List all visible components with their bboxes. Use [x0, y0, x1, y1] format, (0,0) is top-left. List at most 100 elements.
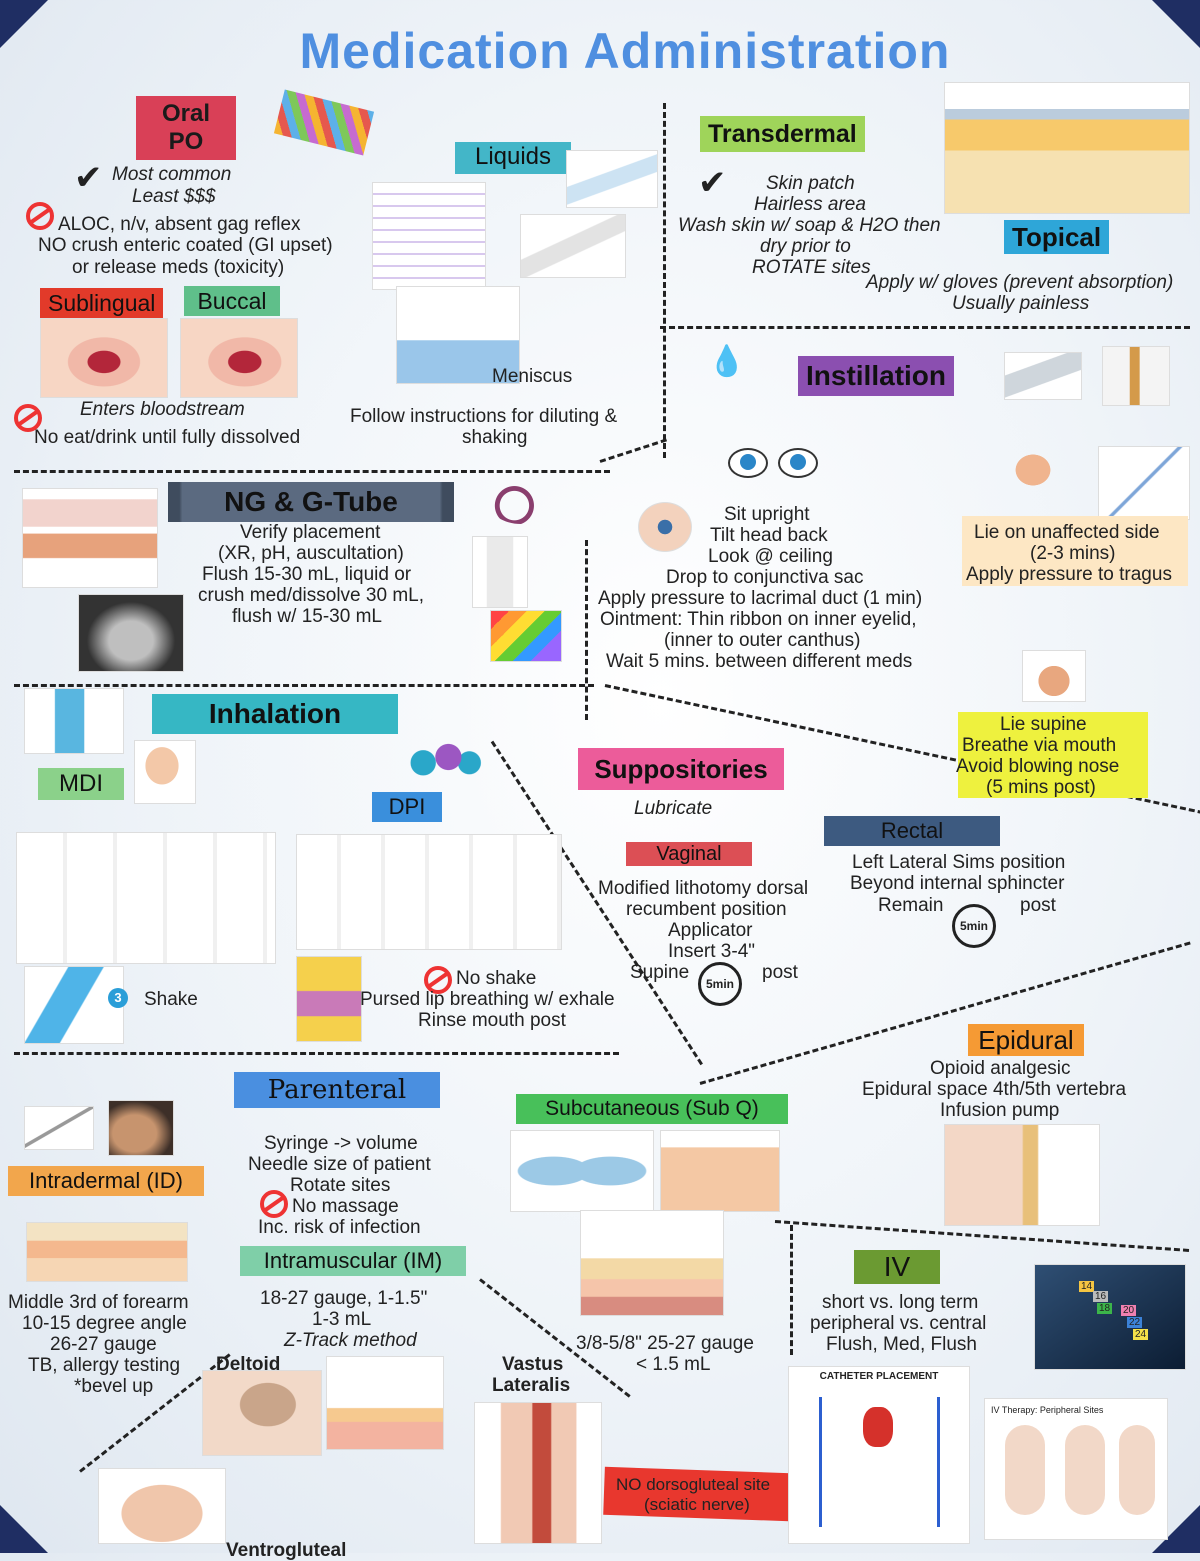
needle-bevel-image — [24, 1106, 94, 1150]
transdermal-line-2: Hairless area — [754, 194, 866, 215]
pills-image — [273, 89, 375, 156]
gtube-syringe-image — [472, 536, 528, 608]
vaginal-line-5b: post — [762, 962, 798, 983]
nose-step-1: Lie supine — [1000, 714, 1087, 735]
stethoscope-icon — [488, 478, 554, 524]
id-line-5: *bevel up — [74, 1376, 154, 1397]
subq-angle-image — [580, 1210, 724, 1316]
rectal-line-3b: post — [1020, 895, 1056, 916]
sublingual-note-2: No eat/drink until fully dissolved — [34, 427, 301, 448]
eye-step-6: Ointment: Thin ribbon on inner eyelid, — [600, 609, 917, 630]
catheter-placement-image: CATHETER PLACEMENT — [788, 1366, 970, 1544]
liquids-note-1: Follow instructions for diluting & — [350, 406, 618, 427]
chest-xray-image — [78, 594, 184, 672]
iv-label: IV — [854, 1250, 940, 1284]
im-line-3: Z-Track method — [284, 1330, 417, 1351]
dpi-label: DPI — [372, 792, 442, 822]
intradermal-label: Intradermal (ID) — [8, 1166, 204, 1196]
eye-step-1: Sit upright — [724, 504, 810, 525]
eye-step-5: Apply pressure to lacrimal duct (1 min) — [598, 588, 923, 609]
vaginal-line-3: Applicator — [668, 920, 753, 941]
iv-gauges-image: 14 16 18 20 22 24 — [1034, 1264, 1186, 1370]
intradermal-layers-image — [26, 1222, 188, 1282]
instillation-label: Instillation — [798, 356, 954, 396]
oral-pro-2: Least $$$ — [132, 186, 216, 207]
iv-peripheral-sites-image: IV Therapy: Peripheral Sites — [984, 1398, 1168, 1540]
dpi-steps-image — [296, 834, 562, 950]
inhaler-diagram-image — [24, 688, 124, 754]
parenteral-line-1: Syringe -> volume — [264, 1133, 418, 1154]
iv-line-2: peripheral vs. central — [810, 1313, 987, 1334]
ear-drop-administration-image — [1098, 446, 1190, 520]
child-spacer-image — [134, 740, 196, 804]
prohibited-icon — [424, 966, 452, 994]
dropper-image — [566, 150, 658, 208]
mdi-steps-image — [16, 832, 276, 964]
nose-instructions-box — [958, 712, 1148, 798]
subq-abdomen-image — [660, 1130, 780, 1212]
id-injection-photo — [108, 1100, 174, 1156]
divider — [663, 103, 666, 458]
oral-con-2: NO crush enteric coated (GI upset) — [38, 235, 333, 256]
im-line-1: 18-27 gauge, 1-1.5" — [260, 1288, 428, 1309]
iv-sites-title: IV Therapy: Peripheral Sites — [991, 1405, 1104, 1415]
prohibited-icon — [260, 1190, 288, 1218]
epidural-line-3: Infusion pump — [940, 1100, 1060, 1121]
catheter-title: CATHETER PLACEMENT — [819, 1371, 939, 1382]
ztrack-image — [326, 1356, 444, 1450]
eyes-icon — [722, 436, 822, 482]
topical-line-1: Apply w/ gloves (prevent absorption) — [866, 272, 1174, 293]
transdermal-line-3: Wash skin w/ soap & H2O then — [678, 215, 941, 236]
eye-drop-bottle-image — [1102, 346, 1170, 406]
transdermal-line-4: dry prior to — [760, 236, 851, 257]
rectal-line-1: Left Lateral Sims position — [852, 852, 1066, 873]
vastus-label-1: Vastus — [502, 1354, 564, 1375]
divider — [585, 540, 588, 720]
no-dorso-line-2: (sciatic nerve) — [644, 1495, 750, 1514]
page-title: Medication Administration — [299, 23, 951, 79]
oral-label: Oral PO — [136, 96, 236, 160]
stopwatch-icon: 5min — [952, 904, 996, 948]
inhalation-label: Inhalation — [152, 694, 398, 734]
sublingual-mouth-image — [40, 318, 168, 398]
oral-pro-1: Most common — [112, 164, 232, 185]
ng-line-5: flush w/ 15-30 mL — [232, 606, 382, 627]
rectal-line-2: Beyond internal sphincter — [850, 873, 1065, 894]
corner-decoration-tr — [1152, 0, 1200, 48]
corner-decoration-bl — [0, 1505, 48, 1553]
ear-step-3: Apply pressure to tragus — [966, 564, 1172, 585]
ear-instructions-box — [962, 516, 1188, 586]
ph-strip-image — [490, 610, 562, 662]
liquids-label: Liquids — [455, 142, 571, 174]
topical-line-2: Usually painless — [952, 293, 1090, 314]
meniscus-label: Meniscus — [492, 366, 573, 387]
no-shake-label: No shake — [456, 968, 537, 989]
shake-label: Shake — [144, 989, 198, 1010]
gauge-22: 22 — [1127, 1317, 1143, 1328]
ear-step-1: Lie on unaffected side — [974, 522, 1160, 543]
syringe-image — [520, 214, 626, 278]
gauge-20: 20 — [1121, 1305, 1137, 1316]
epidural-image — [944, 1124, 1100, 1226]
ng-line-3: Flush 15-30 mL, liquid or — [202, 564, 412, 585]
checkmark-icon: ✔ — [698, 164, 727, 202]
deltoid-image — [202, 1370, 322, 1456]
gauge-24: 24 — [1133, 1329, 1149, 1340]
eye-step-8: Wait 5 mins. between different meds — [606, 651, 913, 672]
lubricate-label: Lubricate — [634, 798, 713, 819]
ventrogluteal-label: Ventrogluteal — [226, 1540, 347, 1561]
oral-con-3: or release meds (toxicity) — [72, 257, 285, 278]
nose-step-4: (5 mins post) — [986, 777, 1096, 798]
parenteral-line-5: Inc. risk of infection — [258, 1217, 421, 1238]
ng-line-4: crush med/dissolve 30 mL, — [198, 585, 424, 606]
oral-con-1: ALOC, n/v, absent gag reflex — [58, 214, 301, 235]
im-line-2: 1-3 mL — [312, 1309, 372, 1330]
eye-step-2: Tilt head back — [710, 525, 828, 546]
topical-label: Topical — [1004, 220, 1110, 254]
intramuscular-label: Intramuscular (IM) — [240, 1246, 466, 1276]
rinse-mouth-label: Rinse mouth post — [418, 1010, 566, 1031]
stopwatch-icon: 5min — [698, 962, 742, 1006]
eye-drop-instillation-image — [638, 502, 692, 552]
transdermal-label: Transdermal — [700, 116, 865, 152]
vaginal-line-2: recumbent position — [626, 899, 787, 920]
